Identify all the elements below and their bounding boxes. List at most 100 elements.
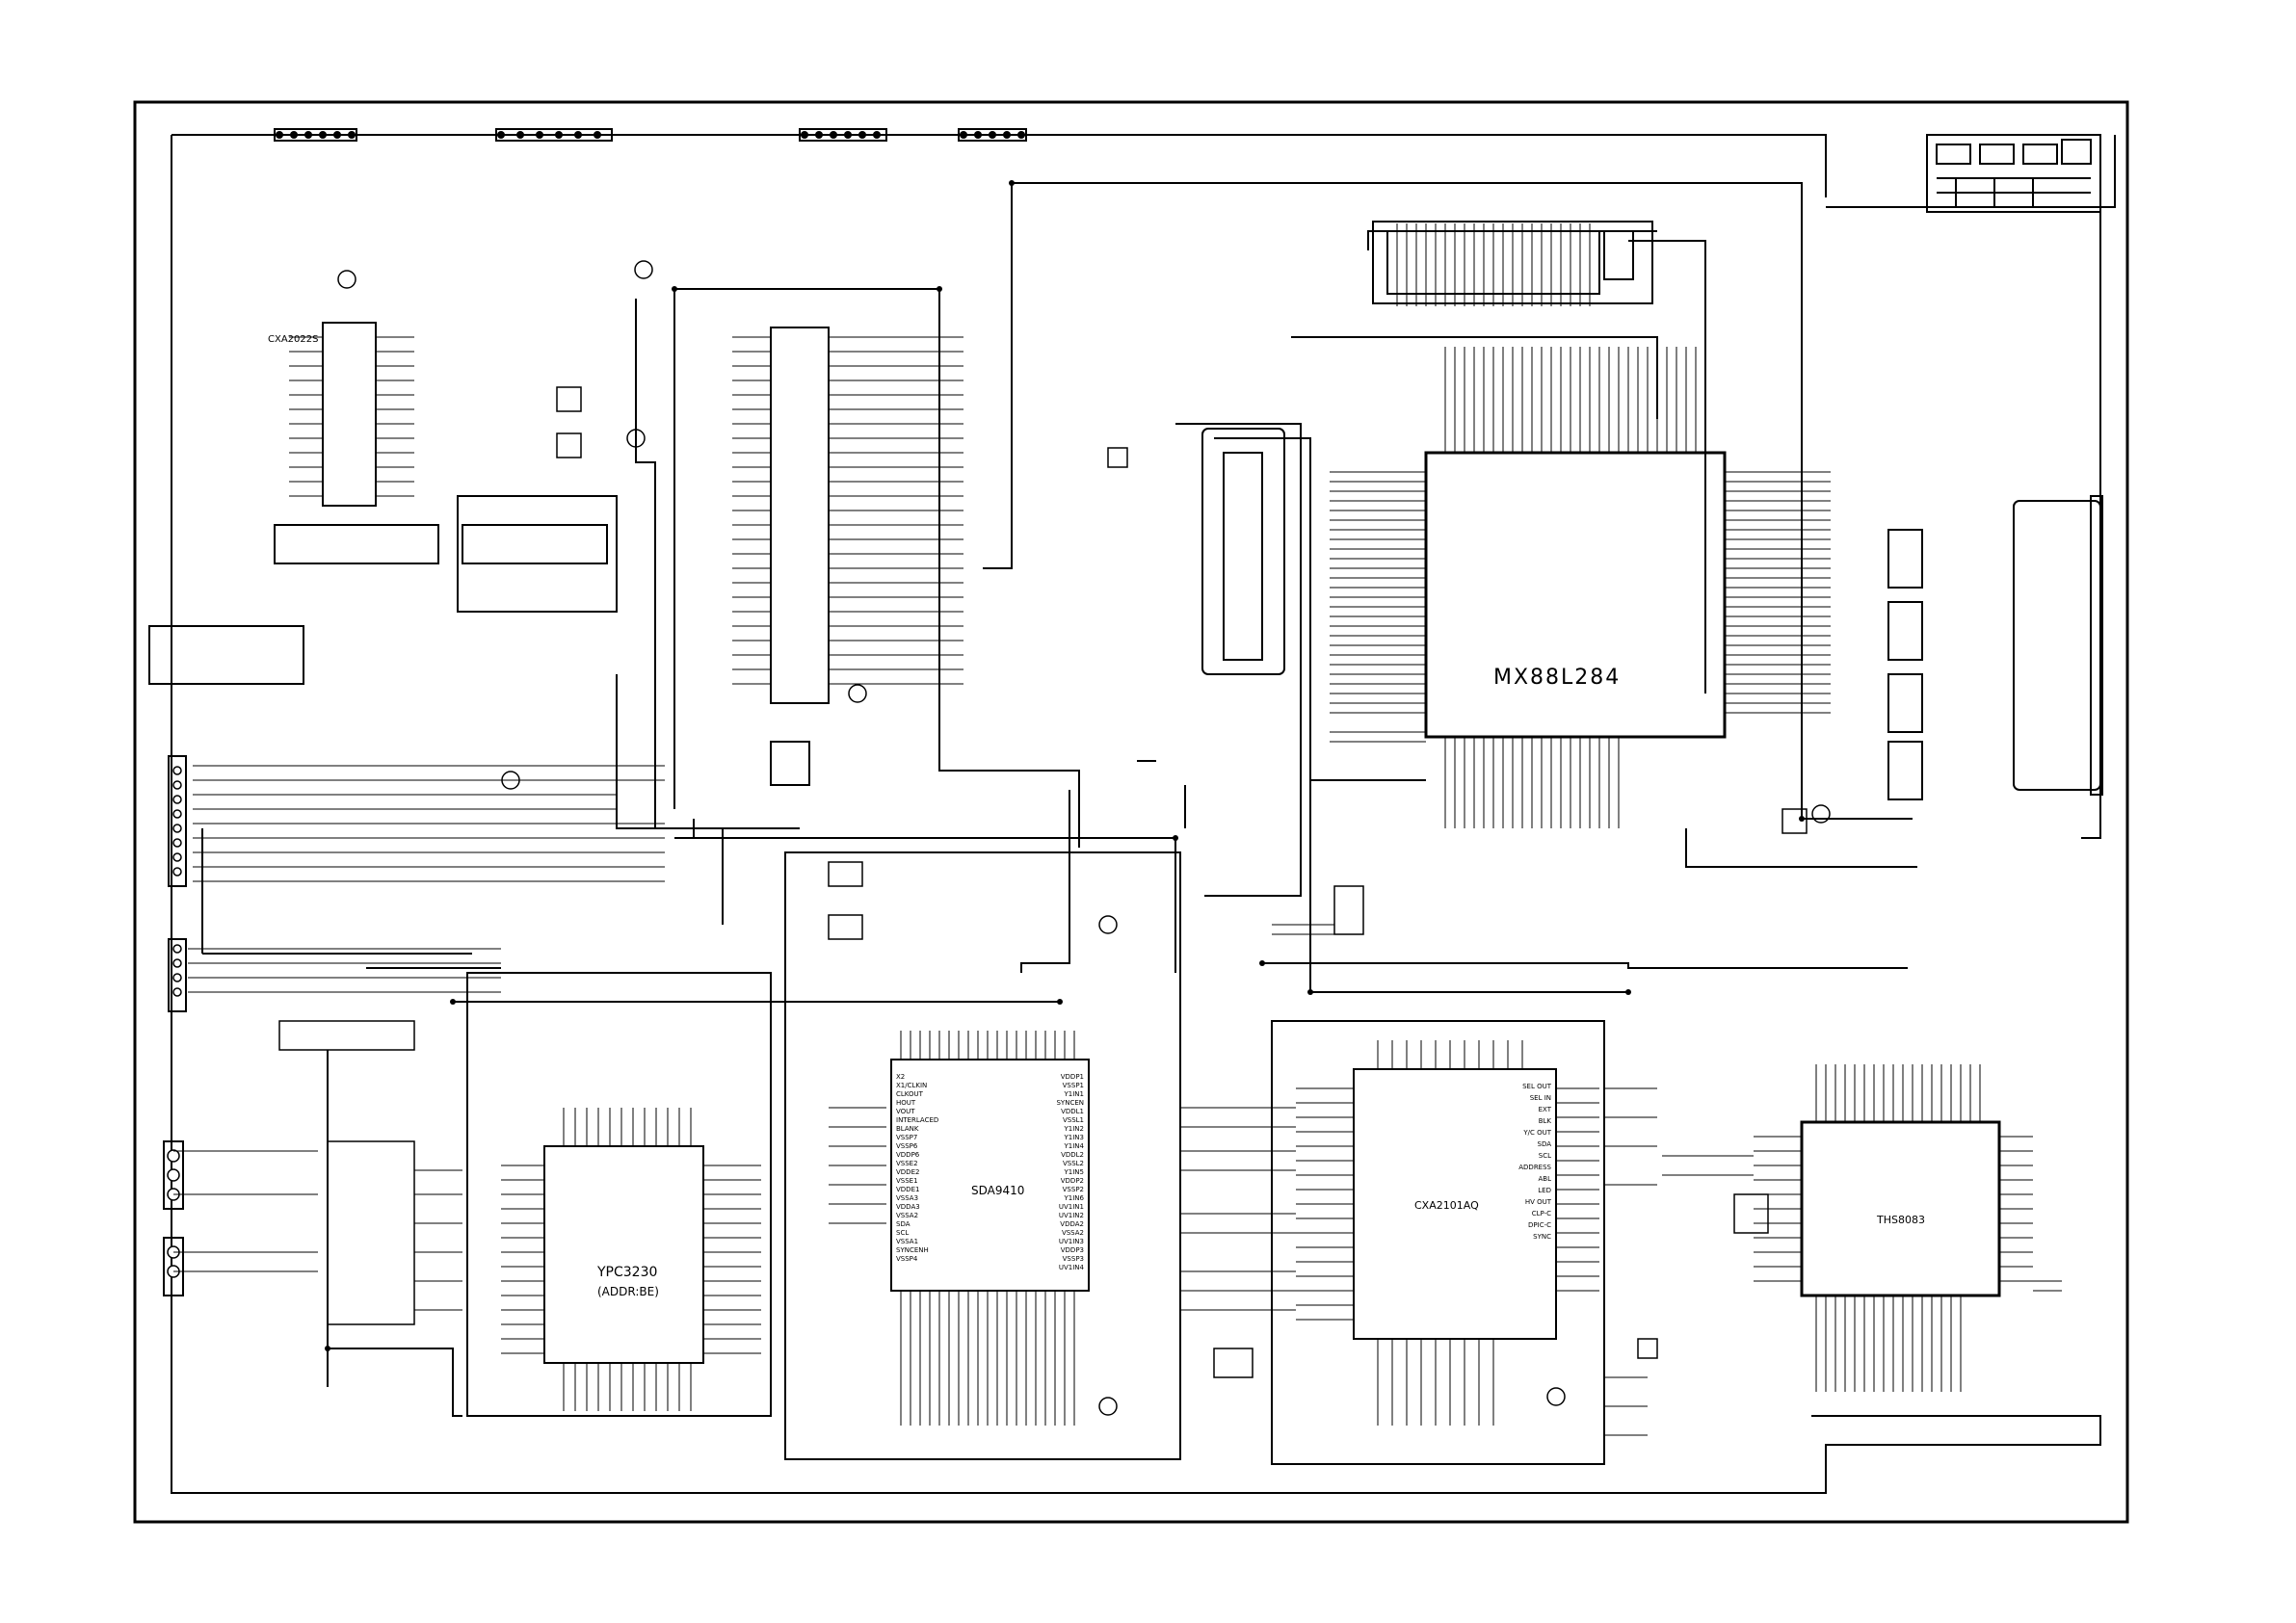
sda-pin-r2: VSSP1 — [1063, 1082, 1084, 1089]
sda-pin-l16: VDDA3 — [896, 1203, 920, 1211]
sda-pin-r13: VDDP2 — [1061, 1177, 1084, 1185]
eeprom-chip — [770, 741, 810, 786]
cxa-pin-4: BLK — [1539, 1117, 1552, 1125]
left-connector-pins — [167, 766, 182, 1278]
sda-pin-l4: HOUT — [896, 1099, 916, 1107]
sda-pin-r3: Y1IN1 — [1064, 1090, 1084, 1098]
sda-pin-r5: VDDL1 — [1061, 1108, 1084, 1115]
cn-connector-pins — [1396, 223, 1591, 306]
sda-pin-r11: VSSL2 — [1063, 1160, 1084, 1167]
sda-pin-l2: X1/CLKIN — [896, 1082, 927, 1089]
sda-pin-l21: SYNCENH — [896, 1246, 929, 1254]
sda-pin-l14: VDDE1 — [896, 1186, 919, 1193]
sda9410-chip: SDA9410 — [890, 1059, 1090, 1292]
sda-pin-r1: VDDP1 — [1061, 1073, 1084, 1081]
mx88l284-pins — [1330, 347, 1831, 828]
cxa2022s-label: CXA2022S — [268, 334, 318, 345]
sda-pin-l7: BLANK — [896, 1125, 919, 1133]
top-right-block — [1926, 134, 2101, 213]
sda-pin-r17: UV1IN2 — [1059, 1212, 1084, 1219]
sda-pin-r20: UV1IN3 — [1059, 1238, 1084, 1245]
ypc3230-pins — [501, 1108, 761, 1411]
cxa-pin-11: HV OUT — [1525, 1198, 1552, 1206]
cxa2101aq-pin-labels: SEL OUT SEL IN EXT BLK Y/C OUT SDA SCL A… — [1518, 1083, 1551, 1241]
sda-pin-r6: VSSL1 — [1063, 1116, 1084, 1124]
sda-pin-r12: Y1IN5 — [1064, 1168, 1084, 1176]
sda-pin-r8: Y1IN3 — [1064, 1134, 1084, 1141]
regulator-blocks — [274, 495, 618, 613]
bus-wires — [171, 134, 2116, 1494]
sda-pin-r22: VSSP3 — [1063, 1255, 1084, 1263]
sda-pin-r15: Y1IN6 — [1064, 1194, 1085, 1202]
cxa2101aq-label: CXA2101AQ — [1414, 1199, 1479, 1212]
sda-pin-r10: VDDL2 — [1061, 1151, 1084, 1159]
sda-pin-l9: VSSP6 — [896, 1142, 918, 1150]
cxa-pin-14: SYNC — [1533, 1233, 1551, 1241]
sda-pin-r21: VDDP3 — [1061, 1246, 1084, 1254]
cxa-pin-5: Y/C OUT — [1522, 1129, 1551, 1137]
sda-pin-l18: SDA — [896, 1220, 910, 1228]
sda9410-pin-labels-left: X2 X1/CLKIN CLKOUT HOUT VOUT INTERLACED … — [896, 1073, 938, 1263]
sda-pin-l11: VSSE2 — [896, 1160, 918, 1167]
sda-pin-l3: CLKOUT — [896, 1090, 924, 1098]
sda-pin-l20: VSSA1 — [896, 1238, 918, 1245]
cxa-pin-12: CLP-C — [1532, 1210, 1551, 1217]
cxa-pin-6: SDA — [1538, 1140, 1552, 1148]
cxa2101aq-pins — [1296, 1040, 1599, 1426]
sda-pin-r18: VDDA2 — [1060, 1220, 1084, 1228]
mx88l284-chip: MX88L284 — [1424, 451, 1727, 739]
cxa-pin-2: SEL IN — [1530, 1094, 1551, 1102]
ypc3230-sub: (ADDR:BE) — [597, 1285, 659, 1298]
sda9410-area — [784, 851, 1181, 1460]
cxa-pin-8: ADDRESS — [1518, 1164, 1551, 1171]
sda-pin-l13: VSSE1 — [896, 1177, 918, 1185]
ths8083-pins — [1754, 1064, 2033, 1392]
sda9410-label: SDA9410 — [971, 1184, 1024, 1197]
right-memory-chips — [1887, 495, 2103, 800]
left-signal-traces — [173, 731, 2062, 1436]
sda-pin-r4: SYNCEN — [1056, 1099, 1084, 1107]
ths8083-label: THS8083 — [1876, 1214, 1925, 1226]
sda-pin-l1: X2 — [896, 1073, 905, 1081]
ypc3230-area — [466, 972, 772, 1417]
cxa2022s-chip: CXA2022S — [268, 322, 377, 507]
top-connectors — [274, 128, 1027, 142]
top-connector-pins — [276, 131, 1025, 139]
small-components — [278, 386, 1808, 1378]
left-connectors — [148, 625, 304, 1296]
cxa-pin-10: LED — [1538, 1187, 1551, 1194]
mcu-pins — [732, 336, 963, 685]
sda-pin-r7: Y1IN2 — [1064, 1125, 1084, 1133]
sda-pin-l8: VSSP7 — [896, 1134, 917, 1141]
sda-pin-l6: INTERLACED — [896, 1116, 938, 1124]
cxa-pin-7: SCL — [1539, 1152, 1551, 1160]
cxa-pin-13: DPIC-C — [1528, 1221, 1551, 1229]
junction-dots — [325, 180, 1805, 1351]
sda-pin-l22: VSSP4 — [896, 1255, 918, 1263]
ypc3230-label: YPC3230 — [596, 1265, 657, 1280]
sda-pin-r16: UV1IN1 — [1059, 1203, 1084, 1211]
sda-pin-l10: VDDP6 — [896, 1151, 920, 1159]
sda-pin-r19: VSSA2 — [1062, 1229, 1084, 1237]
sda-pin-l12: VDDE2 — [896, 1168, 919, 1176]
cxa-pin-3: EXT — [1539, 1106, 1552, 1113]
memory-block — [1201, 428, 1285, 675]
sheet-border — [133, 100, 2129, 1524]
sda-pin-l17: VSSA2 — [896, 1212, 918, 1219]
ths8083-chip: THS8083 — [1800, 1120, 2001, 1297]
mcu-chip — [770, 327, 830, 704]
mx88l284-label: MX88L284 — [1493, 666, 1621, 690]
cxa-pin-1: SEL OUT — [1522, 1083, 1552, 1090]
sda-pin-l15: VSSA3 — [896, 1194, 918, 1202]
sda9410-pin-labels-right: VDDP1 VSSP1 Y1IN1 SYNCEN VDDL1 VSSL1 Y1I… — [1056, 1073, 1084, 1271]
cxa2022s-pins — [289, 336, 414, 497]
sda-pin-l19: SCL — [896, 1229, 909, 1237]
sda9410-pins — [900, 1031, 1075, 1426]
ypc3230-chip: YPC3230 (ADDR:BE) — [543, 1145, 704, 1364]
sda-pin-l5: VOUT — [896, 1108, 915, 1115]
sda-pin-r9: Y1IN4 — [1064, 1142, 1085, 1150]
cxa2101aq-area — [1271, 1020, 1605, 1465]
sda-pin-r23: UV1IN4 — [1059, 1264, 1085, 1271]
sda-pin-r14: VSSP2 — [1063, 1186, 1084, 1193]
